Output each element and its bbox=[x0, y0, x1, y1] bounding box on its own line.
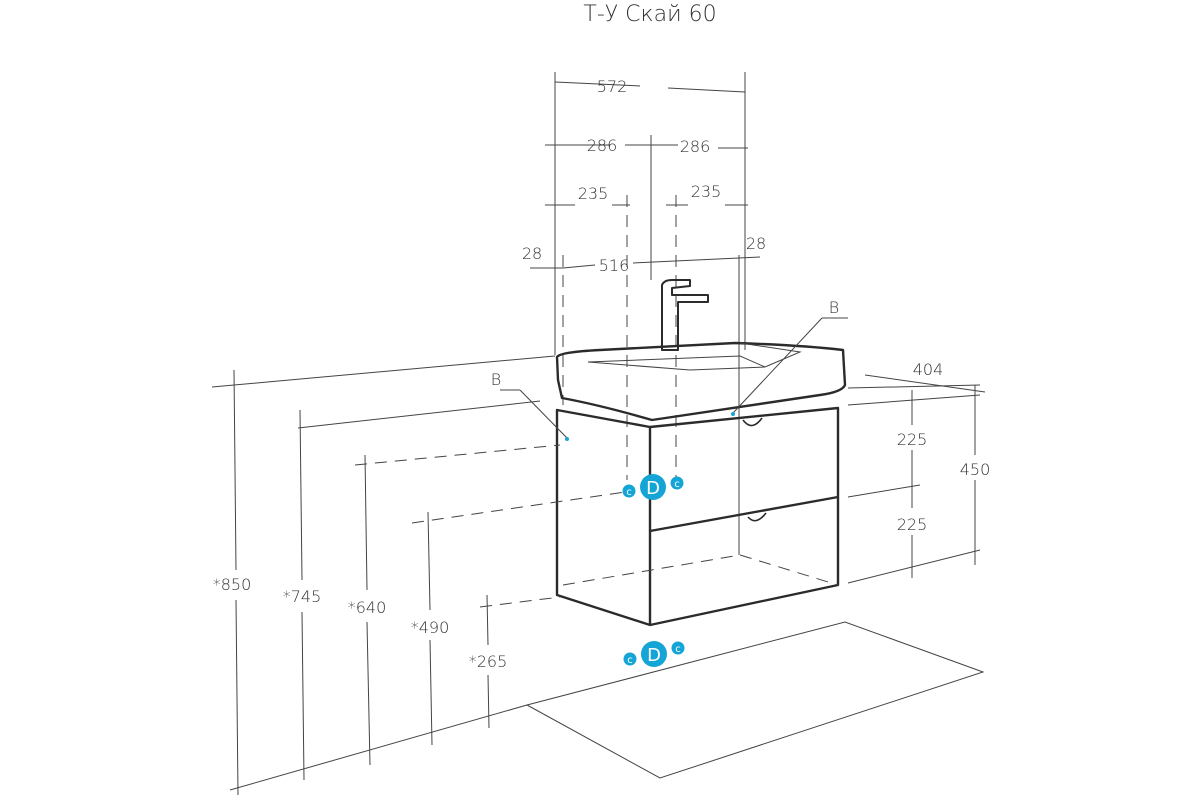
dim-286-right: 286 bbox=[680, 137, 711, 156]
dim-28-left: 28 bbox=[522, 244, 542, 263]
dim-235-left: 235 bbox=[578, 184, 609, 203]
extension-lines bbox=[554, 72, 746, 555]
drawing-title: Т-У Скай 60 bbox=[583, 2, 716, 27]
svg-text:D: D bbox=[646, 478, 660, 499]
floor-outline bbox=[525, 621, 985, 779]
dim-516: 516 bbox=[599, 256, 630, 275]
svg-text:D: D bbox=[647, 645, 661, 666]
marker-b-left: B bbox=[491, 370, 569, 441]
dim-640: *640 bbox=[348, 598, 387, 617]
dim-235-right: 235 bbox=[691, 182, 722, 201]
dim-28-right: 28 bbox=[746, 234, 766, 253]
horizontal-dimensions bbox=[530, 81, 761, 269]
vanity-cabinet bbox=[555, 406, 840, 627]
marker-b-right: B bbox=[731, 298, 848, 416]
dim-572: 572 bbox=[597, 77, 628, 96]
svg-text:c: c bbox=[674, 479, 680, 490]
dim-286-left: 286 bbox=[587, 136, 618, 155]
dim-225-top: 225 bbox=[897, 430, 928, 449]
washbasin bbox=[555, 341, 847, 422]
dim-450: 450 bbox=[960, 460, 991, 479]
svg-text:c: c bbox=[626, 487, 632, 498]
utility-markers-lower: c D c bbox=[623, 641, 685, 667]
dim-225-bottom: 225 bbox=[897, 515, 928, 534]
svg-text:c: c bbox=[675, 644, 681, 655]
svg-text:c: c bbox=[627, 655, 633, 666]
dim-265: *265 bbox=[469, 652, 508, 671]
svg-text:B: B bbox=[829, 298, 839, 317]
svg-text:B: B bbox=[491, 370, 501, 389]
dim-850: *850 bbox=[213, 575, 252, 594]
height-reference-lines bbox=[211, 355, 986, 791]
utility-markers-upper: c D c bbox=[622, 474, 684, 500]
dim-490: *490 bbox=[411, 618, 450, 637]
dim-745: *745 bbox=[283, 587, 322, 606]
faucet bbox=[661, 279, 709, 351]
dim-404: 404 bbox=[913, 360, 944, 379]
vertical-dimension-lines bbox=[233, 369, 976, 796]
